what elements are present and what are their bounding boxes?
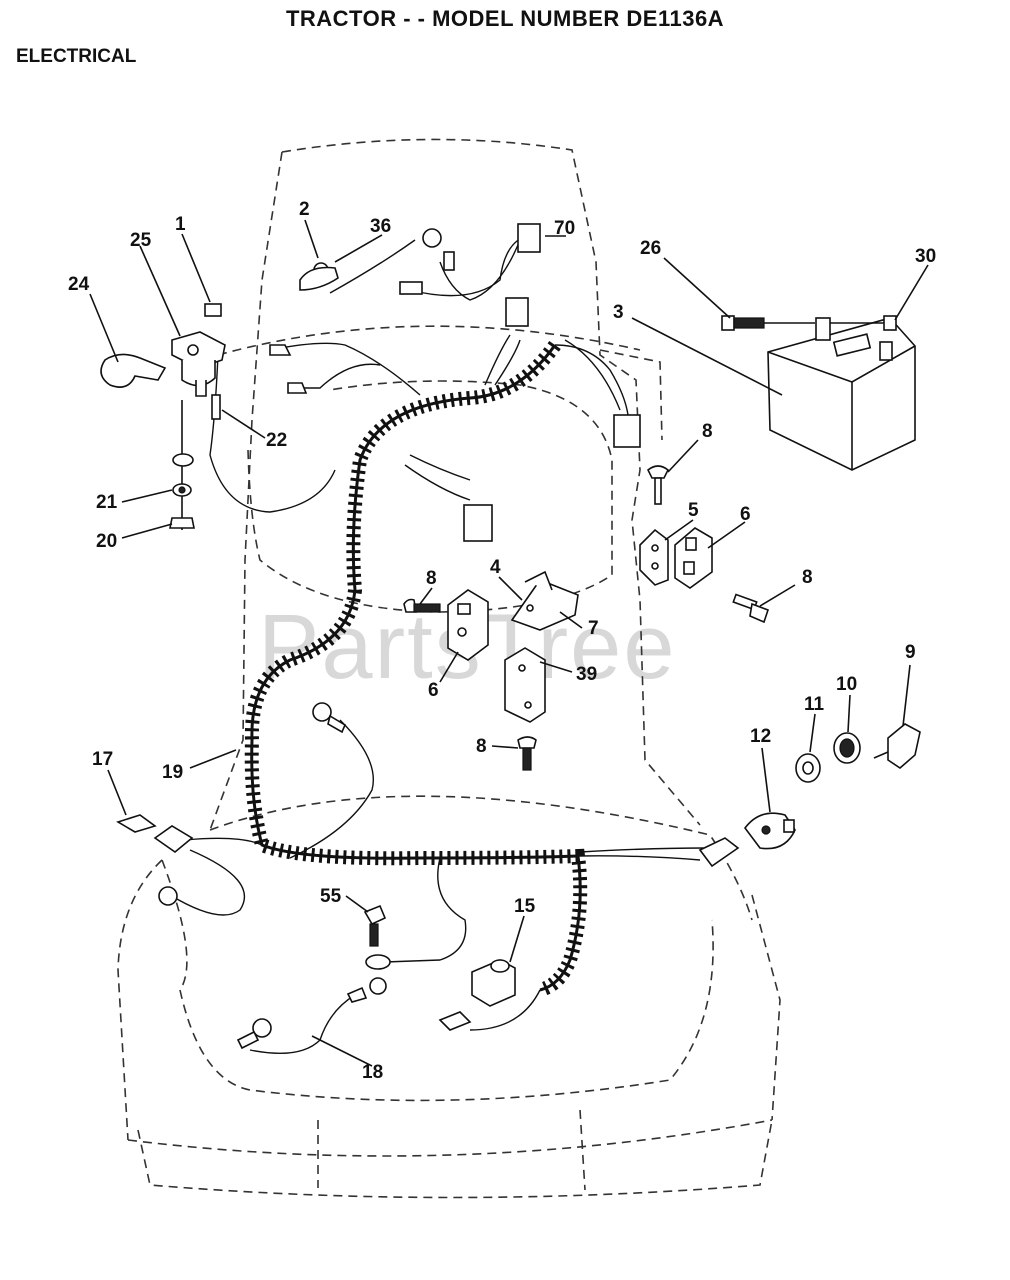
callout-8-bottom: 8: [476, 736, 487, 757]
plug-harness-end: [698, 837, 740, 868]
relay-6-b: [447, 589, 489, 661]
ignition-switch-12: [743, 812, 796, 850]
screw-8-c: [403, 598, 441, 613]
fuse-17: [116, 814, 194, 854]
callout-12: 12: [750, 726, 771, 747]
tractor-outline: [117, 138, 781, 1199]
callout-4: 4: [490, 557, 501, 578]
callout-1: 1: [175, 214, 186, 235]
bracket-7: [510, 570, 579, 631]
callout-9: 9: [905, 642, 916, 663]
callout-5: 5: [688, 500, 699, 521]
switch-15: [438, 959, 516, 1031]
callout-3: 3: [613, 302, 624, 323]
connector-right-harness: [613, 414, 641, 448]
bracket-39: [504, 647, 546, 723]
nut-30: [883, 315, 897, 331]
callout-21: 21: [96, 492, 118, 513]
callout-24: 24: [68, 274, 90, 295]
diagram-title: TRACTOR - - MODEL NUMBER DE1136A: [285, 6, 725, 31]
key-9: [873, 723, 921, 770]
callout-30: 30: [915, 246, 936, 267]
callout-8-right: 8: [802, 567, 813, 588]
callout-labels: 1 2 36 70 25 24 26 30 3 22 8 21 20 5 6 8…: [68, 199, 936, 1083]
battery-3: [760, 317, 916, 471]
bolt-26: [721, 315, 765, 331]
callout-8-center: 8: [426, 568, 437, 589]
bezel-10: [833, 732, 861, 764]
callout-36: 36: [370, 216, 391, 237]
callout-15: 15: [514, 896, 536, 917]
solenoid-25: [171, 331, 226, 397]
callout-19: 19: [162, 762, 183, 783]
screw-55: [346, 904, 391, 1003]
callout-26: 26: [640, 238, 661, 259]
terminal-boot-24: [100, 353, 167, 388]
callout-20: 20: [96, 531, 117, 552]
bracket-5: [639, 528, 669, 586]
connector-70: [299, 223, 541, 327]
callout-11: 11: [804, 694, 825, 715]
leader-lines: [89, 219, 929, 1067]
callout-6-center: 6: [428, 680, 439, 701]
screw-8-b: [732, 593, 770, 624]
callout-22: 22: [266, 430, 287, 451]
callout-18: 18: [362, 1062, 383, 1083]
nut-1: [204, 303, 222, 317]
ring-terminals: [158, 702, 347, 1050]
relay-6-a: [674, 527, 713, 589]
connector-center: [463, 504, 493, 542]
callout-39: 39: [576, 664, 597, 685]
nut-11: [795, 753, 821, 783]
callout-7: 7: [588, 618, 599, 639]
callout-70: 70: [554, 218, 575, 239]
screw-8-d: [517, 736, 537, 771]
callout-17: 17: [92, 749, 113, 770]
callout-10: 10: [836, 674, 857, 695]
callout-6-right: 6: [740, 504, 751, 525]
screw-8-a: [646, 465, 670, 505]
harness-lugs: [269, 344, 308, 394]
callout-8-top: 8: [702, 421, 713, 442]
section-label: ELECTRICAL: [16, 46, 137, 67]
callout-2: 2: [299, 199, 310, 220]
callout-55: 55: [320, 886, 342, 907]
callout-25: 25: [130, 230, 152, 251]
